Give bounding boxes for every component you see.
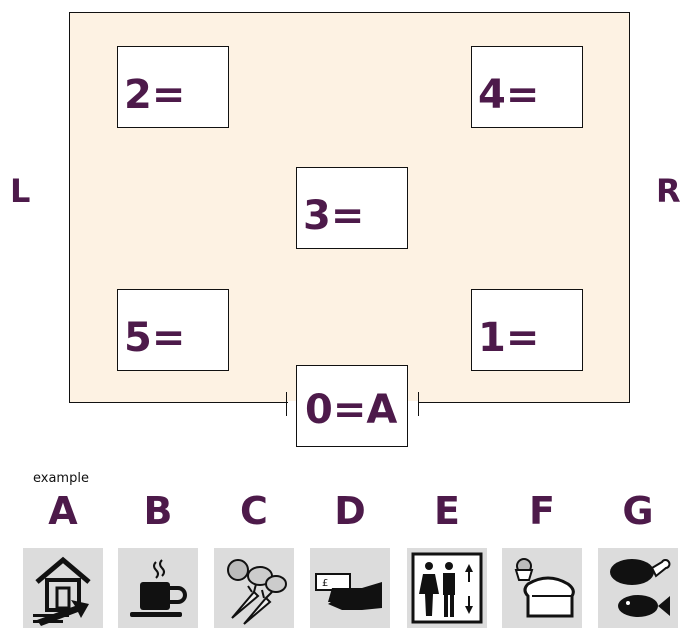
door-marker-right	[418, 392, 419, 416]
bay-4[interactable]: 4=	[471, 46, 583, 128]
legend-letter-d: D	[310, 489, 390, 533]
door-marker-left	[286, 392, 287, 416]
room-floor-plan: 2= 4= 3= 5= 1=	[69, 12, 630, 403]
side-label-right: R	[656, 172, 681, 210]
bay-3[interactable]: 3=	[296, 167, 408, 249]
lift-toilets-icon	[407, 548, 487, 628]
side-label-left: L	[10, 172, 30, 210]
meat-fish-icon	[598, 548, 678, 628]
vegetables-icon	[214, 548, 294, 628]
bay-1-label: 1=	[478, 318, 539, 358]
bay-0-label: 0=A	[305, 390, 397, 430]
legend-letter-c: C	[214, 489, 294, 533]
bay-3-label: 3=	[303, 196, 364, 236]
bay-4-label: 4=	[478, 75, 539, 115]
legend-letter-g: G	[598, 489, 678, 533]
payment-hand-icon: £	[310, 548, 390, 628]
bay-2[interactable]: 2=	[117, 46, 229, 128]
bay-2-label: 2=	[124, 75, 185, 115]
bay-1[interactable]: 1=	[471, 289, 583, 371]
home-entrance-icon	[23, 548, 103, 628]
legend-letter-a: A	[23, 489, 103, 533]
bay-5-label: 5=	[124, 318, 185, 358]
legend-letter-e: E	[407, 489, 487, 533]
legend-letter-f: F	[502, 489, 582, 533]
svg-text:£: £	[322, 578, 328, 589]
bay-0-entrance[interactable]: 0=A	[296, 365, 408, 447]
coffee-cup-icon	[118, 548, 198, 628]
example-label: example	[33, 471, 89, 486]
bay-5[interactable]: 5=	[117, 289, 229, 371]
bakery-icon	[502, 548, 582, 628]
legend-letter-b: B	[118, 489, 198, 533]
